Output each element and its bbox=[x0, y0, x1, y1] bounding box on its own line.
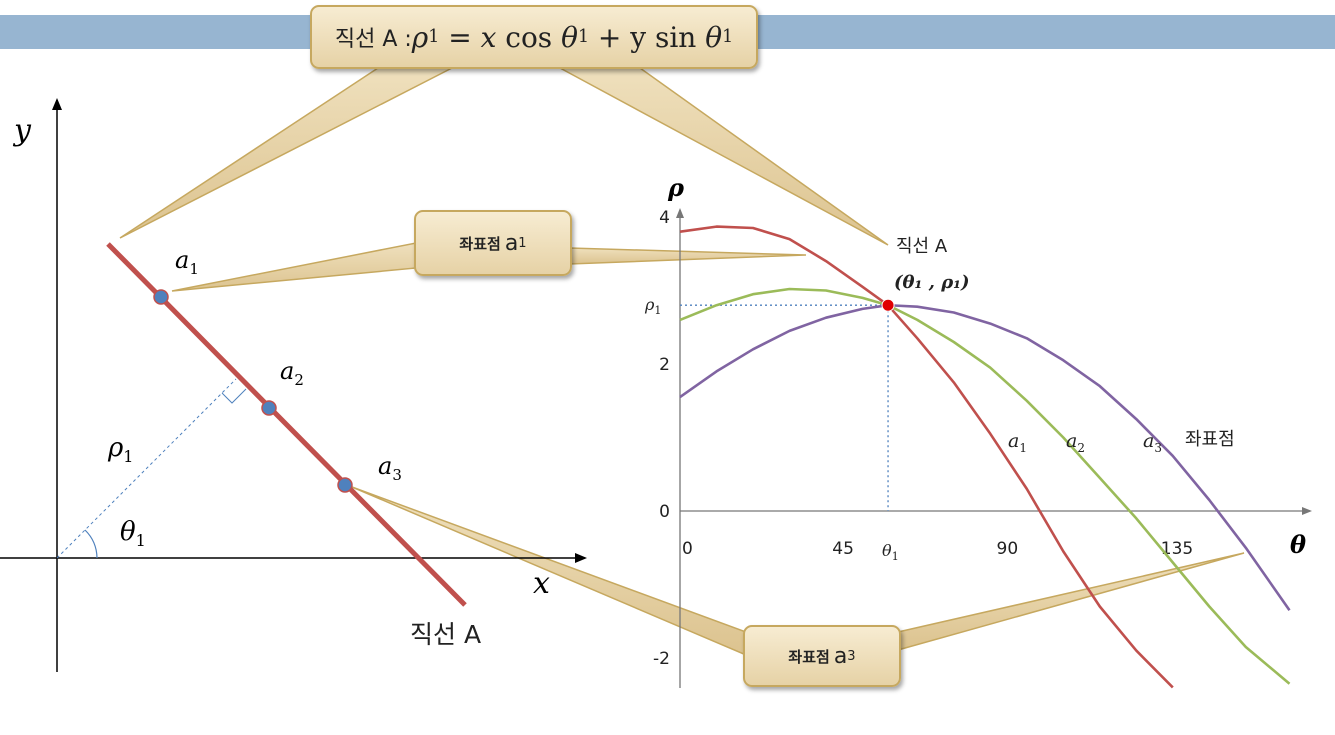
y-tick-label: 2 bbox=[659, 355, 670, 375]
intersection-line-label: 직선 A bbox=[896, 236, 948, 257]
point-a1 bbox=[153, 289, 169, 305]
formula-tail-right bbox=[559, 67, 889, 246]
formula-theta-2-sub: 1 bbox=[722, 27, 734, 47]
callout-a1-sub: 1 bbox=[518, 235, 527, 251]
x-tick-labels: 0 45 90 135 θ1 bbox=[682, 539, 1193, 563]
y-tick-label: 4 bbox=[659, 208, 670, 228]
callout-a3-korean: 좌표점 bbox=[788, 647, 830, 666]
point-a2-label: a2 bbox=[280, 357, 304, 389]
x-tick-label: 45 bbox=[832, 539, 854, 559]
point-a1-label: a1 bbox=[175, 246, 199, 278]
series-label-a3: a3 bbox=[1143, 430, 1162, 455]
callout-a1-tail bbox=[171, 242, 417, 292]
formula-prefix: 직선 A : bbox=[334, 27, 412, 52]
right-angle-mark bbox=[221, 388, 247, 404]
callout-a1-latin: a bbox=[504, 230, 519, 256]
formula-theta-2: θ bbox=[705, 20, 723, 54]
left-x-axis-label: x bbox=[533, 566, 550, 601]
chart-x-axis-label: θ bbox=[1290, 530, 1306, 559]
intersection-point bbox=[881, 298, 895, 312]
series-line-a3 bbox=[679, 303, 1291, 611]
x-tick-label-theta1: θ1 bbox=[882, 541, 899, 563]
callout-a1-korean: 좌표점 bbox=[459, 234, 501, 253]
series-labels: a1 a2 a3 좌표점 bbox=[1008, 429, 1235, 455]
formula-equals: = bbox=[439, 20, 481, 54]
rho-label: ρ1 bbox=[107, 433, 133, 466]
formula-y: y bbox=[630, 20, 647, 54]
formula-cos: cos bbox=[496, 20, 562, 54]
formula-theta-1-sub: 1 bbox=[577, 27, 589, 47]
y-tick-label-rho1: ρ1 bbox=[644, 295, 661, 317]
chart-y-axis-label: ρ bbox=[667, 173, 685, 202]
series-label-a1: a1 bbox=[1008, 430, 1027, 455]
intersection-marker: 직선 A (θ₁ , ρ₁) bbox=[881, 236, 970, 312]
point-a3-label: a3 bbox=[378, 452, 402, 484]
series-label-a2: a2 bbox=[1066, 430, 1085, 455]
formula-tail-left bbox=[119, 67, 453, 239]
y-tick-labels: 4 2 0 -2 ρ1 bbox=[644, 208, 670, 669]
hough-chart: ρ θ 0 45 90 135 θ1 4 2 0 -2 ρ1 a1 a2 a3 좌표점 직선 A (θ₁… bbox=[644, 173, 1312, 689]
formula-sin: sin bbox=[646, 20, 706, 54]
point-a2 bbox=[261, 400, 277, 416]
left-diagram: y x ρ1 θ1 a1 a2 a3 직선 A bbox=[0, 98, 587, 672]
theta-arc bbox=[84, 529, 98, 559]
x-tick-label: 135 bbox=[1161, 539, 1193, 559]
formula-plus: + bbox=[588, 20, 631, 54]
formula-theta-1: θ bbox=[561, 20, 578, 54]
left-line-label: 직선 A bbox=[410, 620, 481, 649]
intersection-coordinate-label: (θ₁ , ρ₁) bbox=[894, 272, 970, 293]
series-lines bbox=[679, 225, 1291, 689]
series-label-suffix: 좌표점 bbox=[1185, 429, 1235, 450]
callout-a3-latin: a bbox=[833, 643, 848, 669]
y-tick-label: 0 bbox=[659, 502, 670, 522]
left-y-axis-label: y bbox=[12, 113, 32, 148]
formula-rho: ρ bbox=[411, 20, 429, 54]
y-tick-label: -2 bbox=[653, 649, 670, 669]
point-a3 bbox=[337, 477, 353, 493]
series-line-a2 bbox=[679, 287, 1291, 685]
rho-perpendicular bbox=[56, 378, 237, 559]
intersection-guides bbox=[680, 304, 889, 511]
theta-label: θ1 bbox=[120, 517, 146, 550]
series-line-a1 bbox=[679, 225, 1174, 689]
x-tick-label: 0 bbox=[682, 539, 693, 559]
callout-a3-sub: 3 bbox=[847, 648, 856, 664]
x-tick-label: 90 bbox=[997, 539, 1019, 559]
callout-tails bbox=[119, 67, 1245, 657]
callout-a1-tail-right bbox=[569, 247, 807, 265]
callout-a3-tail-right bbox=[897, 552, 1245, 651]
line-a bbox=[106, 242, 467, 607]
formula-x: x bbox=[480, 20, 497, 54]
formula-rho-sub: 1 bbox=[428, 27, 440, 47]
